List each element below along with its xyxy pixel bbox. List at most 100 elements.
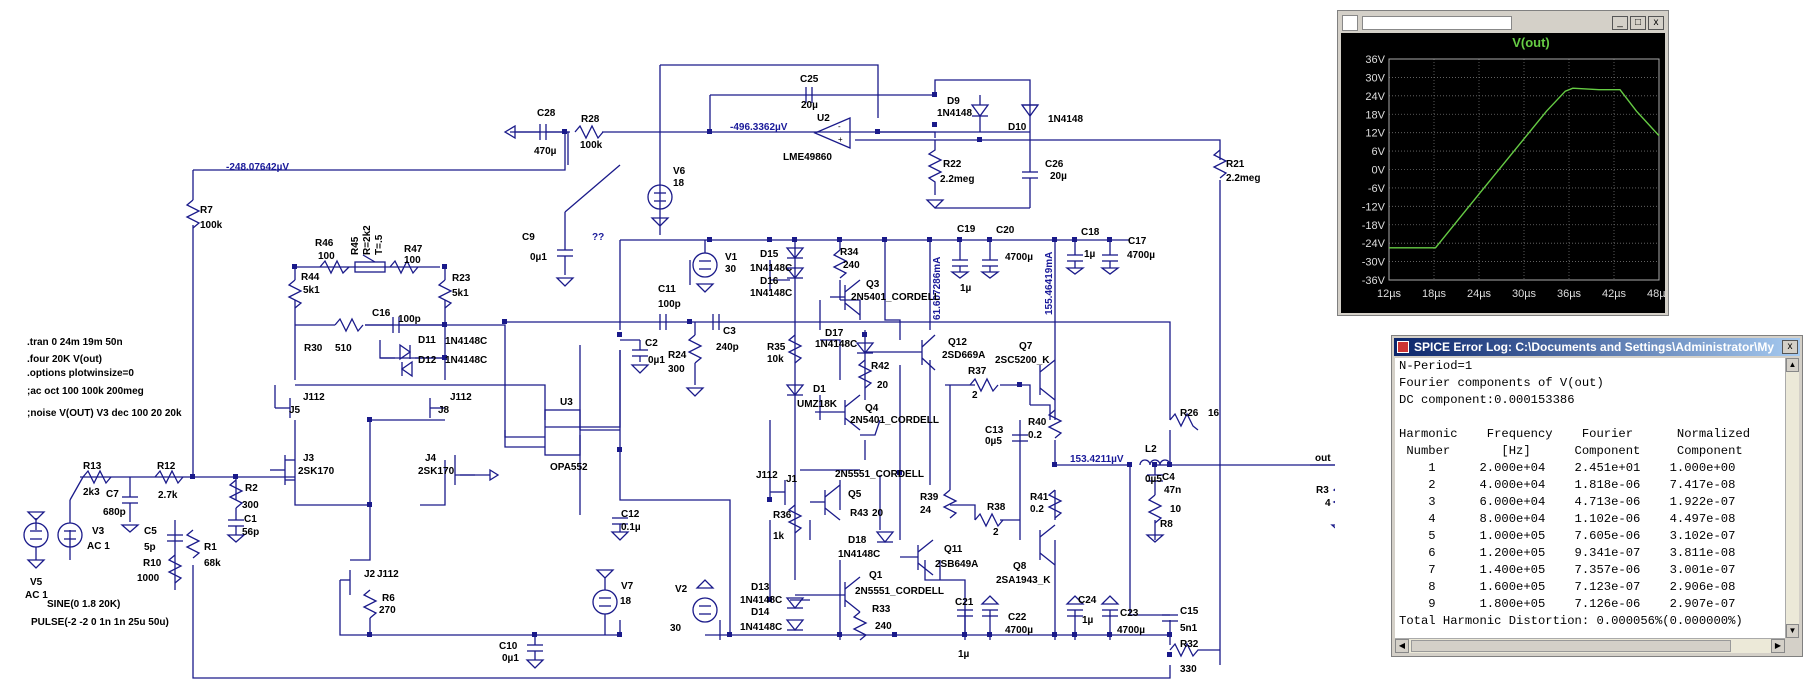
- resistor-r3: [1330, 488, 1335, 529]
- component-label: R12: [157, 461, 176, 472]
- component-label: 18: [673, 178, 685, 189]
- maximize-icon[interactable]: □: [1630, 16, 1646, 30]
- schematic-canvas[interactable]: -+: [0, 0, 1335, 687]
- component-label: R43: [850, 508, 869, 519]
- errorlog-titlebar[interactable]: SPICE Error Log: C:\Documents and Settin…: [1394, 338, 1800, 356]
- component-label: 100: [404, 255, 421, 266]
- component-label: C20: [996, 225, 1015, 236]
- component-label: 2SK170: [298, 466, 335, 477]
- net-current-label: 61.607286mA: [932, 257, 943, 320]
- y-tick-label: 24V: [1365, 91, 1385, 103]
- waveform-title: V(out): [1512, 35, 1550, 50]
- capacitor-c21: [957, 609, 973, 617]
- component-label: C5: [144, 526, 157, 537]
- component-label: Q1: [869, 570, 883, 581]
- errorlog-line: DC component:0.000153386: [1399, 393, 1575, 407]
- source-v7: [592, 569, 618, 635]
- x-tick-label: 48µs: [1647, 288, 1665, 300]
- net-labels: -248.07642µV -496.3362µV 153.4211µV 61.6…: [226, 122, 1331, 465]
- directive-ac[interactable]: ;ac oct 100 100k 200meg: [27, 386, 144, 397]
- component-label: R39: [920, 492, 939, 503]
- errorlog-line: Number [Hz] Component Component: [1399, 444, 1743, 458]
- directive-options[interactable]: .options plotwinsize=0: [27, 368, 134, 379]
- component-label: C3: [723, 326, 736, 337]
- capacitor-c18: [1065, 254, 1085, 275]
- component-label: 20µ: [1050, 171, 1067, 182]
- component-label: Q5: [848, 489, 862, 500]
- component-label: J4: [425, 453, 437, 464]
- scroll-thumb[interactable]: [1411, 640, 1731, 652]
- component-label: Q8: [1013, 561, 1027, 572]
- component-label: C10: [499, 641, 518, 652]
- component-label: 2.2meg: [1226, 173, 1260, 184]
- horizontal-scrollbar[interactable]: ◀ ▶: [1395, 638, 1785, 653]
- scroll-left-icon[interactable]: ◀: [1395, 639, 1409, 653]
- errorlog-line: 7 1.400e+05 7.357e-06 3.001e-07: [1399, 563, 1736, 577]
- close-icon[interactable]: x: [1782, 340, 1798, 354]
- waveform-trace-vout: [1389, 87, 1660, 249]
- component-label: 47n: [1164, 485, 1181, 496]
- capacitor-c12: [610, 517, 630, 541]
- errorlog-line: 2 4.000e+04 1.818e-06 7.417e-08: [1399, 478, 1736, 492]
- component-label: J5: [289, 405, 301, 416]
- component-label: C13: [985, 425, 1004, 436]
- component-label: Q11: [944, 544, 963, 555]
- scroll-down-icon[interactable]: ▼: [1786, 624, 1799, 638]
- component-label: R26: [1180, 408, 1199, 419]
- component-label: R34: [840, 247, 859, 258]
- errorlog-line: 6 1.200e+05 9.341e-07 3.811e-08: [1399, 546, 1736, 560]
- transistor-q1: [795, 576, 861, 613]
- component-label: J112: [377, 569, 399, 580]
- capacitor-c13: [1012, 434, 1028, 442]
- y-tick-label: -12V: [1362, 201, 1386, 213]
- component-label: 1N4148C: [750, 263, 792, 274]
- component-label: 20: [872, 508, 884, 519]
- y-tick-label: 6V: [1372, 146, 1386, 158]
- capacitor-c11: [659, 314, 667, 330]
- transistor-q3: [830, 279, 861, 316]
- resistor-r36: [787, 504, 803, 534]
- net-voltage-label: 153.4211µV: [1070, 454, 1124, 465]
- source-v5: [23, 511, 49, 569]
- y-tick-label: -24V: [1362, 238, 1386, 250]
- component-label: V1: [725, 252, 738, 263]
- close-icon[interactable]: x: [1648, 16, 1664, 30]
- source-v1: [692, 240, 718, 293]
- directive-tran[interactable]: .tran 0 24m 19m 50n: [27, 337, 123, 348]
- capacitor-c28: [515, 124, 570, 140]
- opamp-u3: [544, 409, 581, 456]
- waveform-titlebar[interactable]: _ □ x: [1340, 13, 1666, 33]
- vertical-scrollbar[interactable]: ▲ ▼: [1785, 358, 1799, 638]
- component-label: 100k: [200, 220, 223, 231]
- component-label: 300: [668, 364, 685, 375]
- spice-error-log-window[interactable]: SPICE Error Log: C:\Documents and Settin…: [1391, 335, 1803, 657]
- potentiometer-r45: [354, 254, 386, 273]
- directive-noise[interactable]: ;noise V(OUT) V3 dec 100 20 20k: [27, 408, 182, 419]
- scroll-right-icon[interactable]: ▶: [1771, 639, 1785, 653]
- component-label: C2: [645, 338, 658, 349]
- scroll-up-icon[interactable]: ▲: [1786, 358, 1799, 372]
- component-label: J112: [450, 392, 472, 403]
- component-label: LME49860: [783, 152, 832, 163]
- component-label: 2N5551_CORDELL: [835, 469, 924, 480]
- component-label: 680p: [103, 507, 126, 518]
- component-label: U3: [560, 397, 573, 408]
- waveform-chart[interactable]: V(out) 36V30V24V18V12V6V0V-6V-12V-18V-24…: [1341, 33, 1672, 313]
- component-label: 100p: [658, 299, 681, 310]
- capacitor-c2: [620, 339, 650, 374]
- capacitor-c4: [1147, 465, 1163, 495]
- waveform-grid: [1388, 58, 1660, 281]
- spice-directives[interactable]: .tran 0 24m 19m 50n .four 20K V(out) .op…: [27, 337, 182, 419]
- resistor-r10: [167, 554, 183, 584]
- component-label: R23: [452, 273, 471, 284]
- component-label: C12: [621, 509, 640, 520]
- diodes-d11-d12: [380, 343, 445, 378]
- diode-d9: [970, 95, 990, 132]
- minimize-icon[interactable]: _: [1612, 16, 1628, 30]
- component-label: 2N5551_CORDELL: [855, 586, 944, 597]
- component-label: C1: [244, 514, 257, 525]
- directive-four[interactable]: .four 20K V(out): [27, 354, 102, 365]
